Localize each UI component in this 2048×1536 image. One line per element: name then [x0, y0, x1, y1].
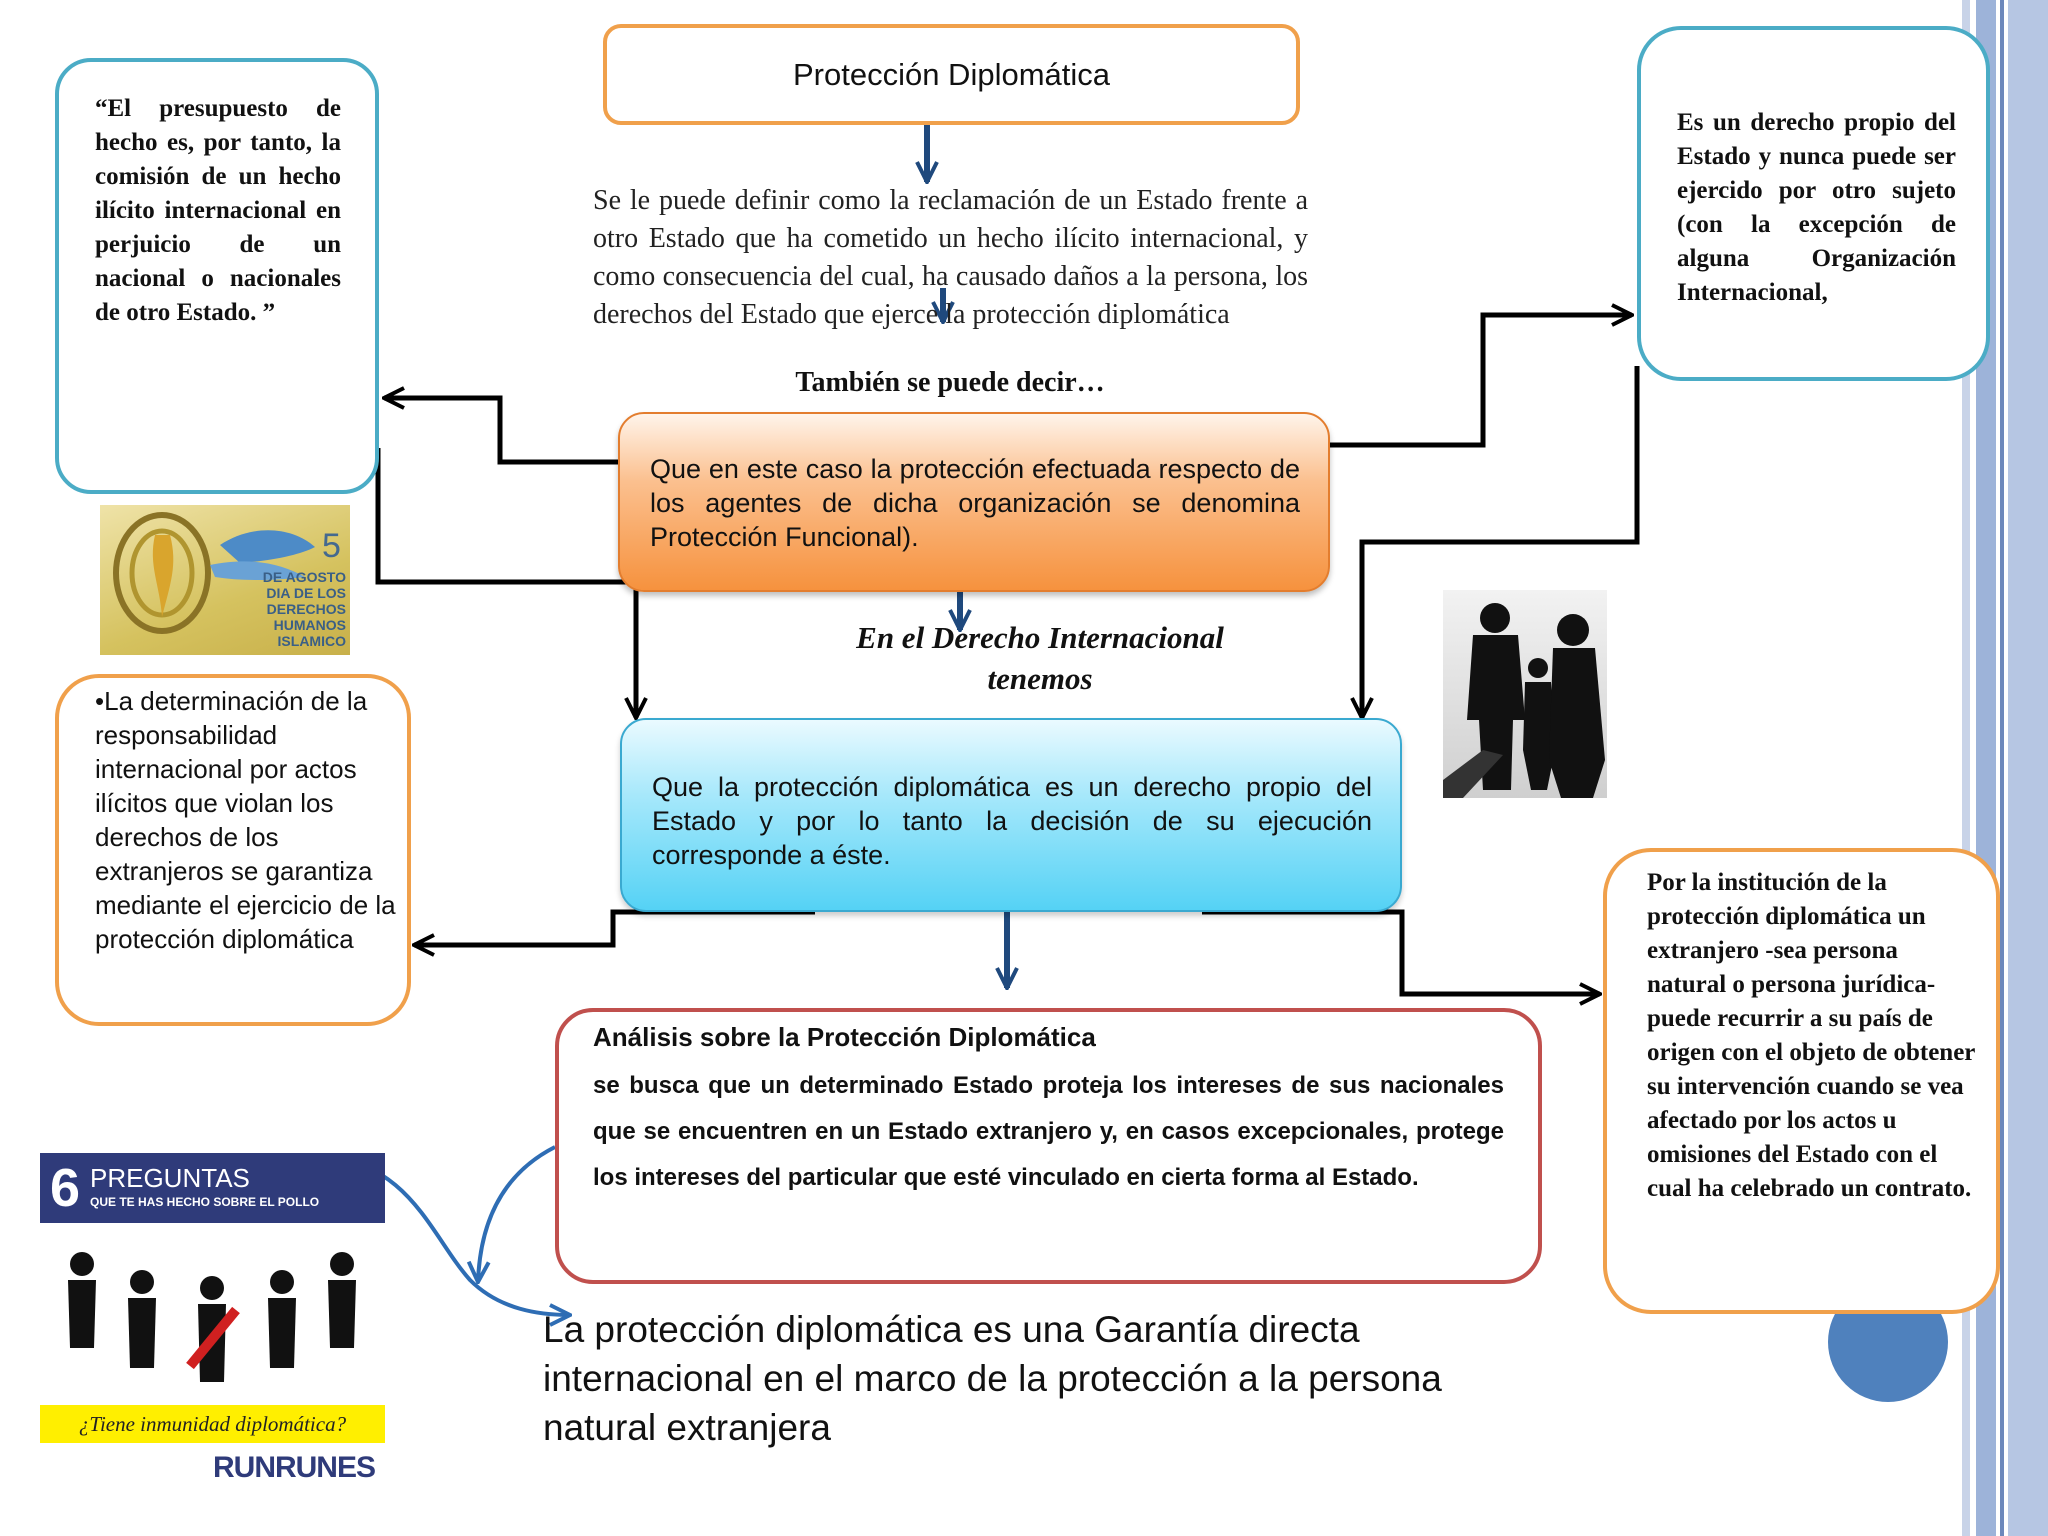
- definition-text: Se le puede definir como la reclamación …: [593, 185, 1308, 330]
- arrow-funcional-to-derecho-estado: [1330, 315, 1632, 448]
- preguntas-header: 6 PREGUNTAS QUE TE HAS HECHO SOBRE EL PO…: [40, 1153, 385, 1223]
- preguntas-number: 6: [50, 1158, 81, 1218]
- logo-badge-line-4: ISLAMICO: [277, 633, 346, 649]
- analisis-title: Análisis sobre la Protección Diplomática: [593, 1022, 1096, 1052]
- family-silhouette-icon: [1443, 603, 1605, 798]
- analisis-body: se busca que un determinado Estado prote…: [593, 1072, 1504, 1191]
- preguntas-brand: RUNRUNES: [212, 1451, 376, 1484]
- decor-stripe-4: [2008, 0, 2048, 1536]
- page-title: Protección Diplomática: [792, 56, 1111, 92]
- derecho-heading-line-1: En el Derecho Internacional: [856, 620, 1224, 655]
- arrow-derecho-propio-to-determinacion: [414, 909, 815, 945]
- funcional-box: Que en este caso la protección efectuada…: [618, 412, 1330, 592]
- preguntas-question: ¿Tiene inmunidad diplomática?: [40, 1405, 385, 1443]
- arrow-analisis-curve: [478, 1145, 556, 1282]
- preguntas-image: 6 PREGUNTAS QUE TE HAS HECHO SOBRE EL PO…: [40, 1153, 385, 1493]
- logo-badge-line-1: DIA DE LOS: [266, 585, 346, 601]
- logo-badge-line-0: DE AGOSTO: [262, 569, 346, 585]
- preguntas-title: PREGUNTAS: [90, 1163, 250, 1193]
- derecho-estado-box: Es un derecho propio del Estado y nunca …: [1637, 26, 1990, 381]
- arrow-derecho-estado-to-derecho-propio: [1362, 366, 1640, 718]
- determinacion-text: •La determinación de la responsabilidad …: [95, 686, 396, 954]
- blue-down-arrows: [927, 124, 1007, 988]
- logo-emblem: [113, 512, 315, 634]
- logo-badge-line-2: DERECHOS: [266, 601, 346, 617]
- human-rights-day-image: 5 DE AGOSTO DIA DE LOS DERECHOS HUMANOS …: [100, 505, 350, 655]
- presupuesto-box: “El presupuesto de hecho es, por tanto, …: [55, 58, 379, 494]
- presupuesto-text: “El presupuesto de hecho es, por tanto, …: [95, 95, 341, 326]
- preguntas-subtitle: QUE TE HAS HECHO SOBRE EL POLLO: [90, 1195, 320, 1209]
- decor-stripe-1: [1962, 0, 1970, 1536]
- family-silhouette-image: [1443, 590, 1607, 798]
- analisis-box: Análisis sobre la Protección Diplomática…: [555, 1008, 1542, 1284]
- black-connectors: [375, 315, 1640, 994]
- arrow-derecho-propio-to-institucion: [1202, 909, 1600, 994]
- logo-badge-number: 5: [322, 527, 341, 565]
- decor-stripe-3: [2000, 0, 2004, 1536]
- title-box: Protección Diplomática: [603, 24, 1300, 125]
- arrow-presupuesto-to-derecho-propio: [375, 448, 636, 718]
- derecho-propio-text: Que la protección diplomática es un dere…: [652, 772, 1372, 870]
- determinacion-box: •La determinación de la responsabilidad …: [55, 674, 411, 1026]
- institucion-box: Por la institución de la protección dipl…: [1603, 848, 2000, 1314]
- institucion-text: Por la institución de la protección dipl…: [1647, 869, 1975, 1202]
- derecho-estado-text: Es un derecho propio del Estado y nunca …: [1677, 109, 1956, 306]
- people-icons: [68, 1252, 356, 1382]
- tambien-heading: También se puede decir…: [795, 367, 1105, 398]
- derecho-heading-line-2: tenemos: [987, 661, 1093, 696]
- arrow-funcional-to-presupuesto: [384, 398, 618, 465]
- logo-badge-text: DE AGOSTO DIA DE LOS DERECHOS HUMANOS IS…: [250, 569, 346, 649]
- funcional-text: Que en este caso la protección efectuada…: [650, 454, 1300, 552]
- derecho-internacional-heading: En el Derecho Internacional tenemos: [780, 617, 1300, 699]
- garantia-text: La protección diplomática es una Garantí…: [543, 1309, 1442, 1448]
- derecho-propio-box: Que la protección diplomática es un dere…: [620, 718, 1402, 912]
- logo-badge-line-3: HUMANOS: [273, 617, 346, 633]
